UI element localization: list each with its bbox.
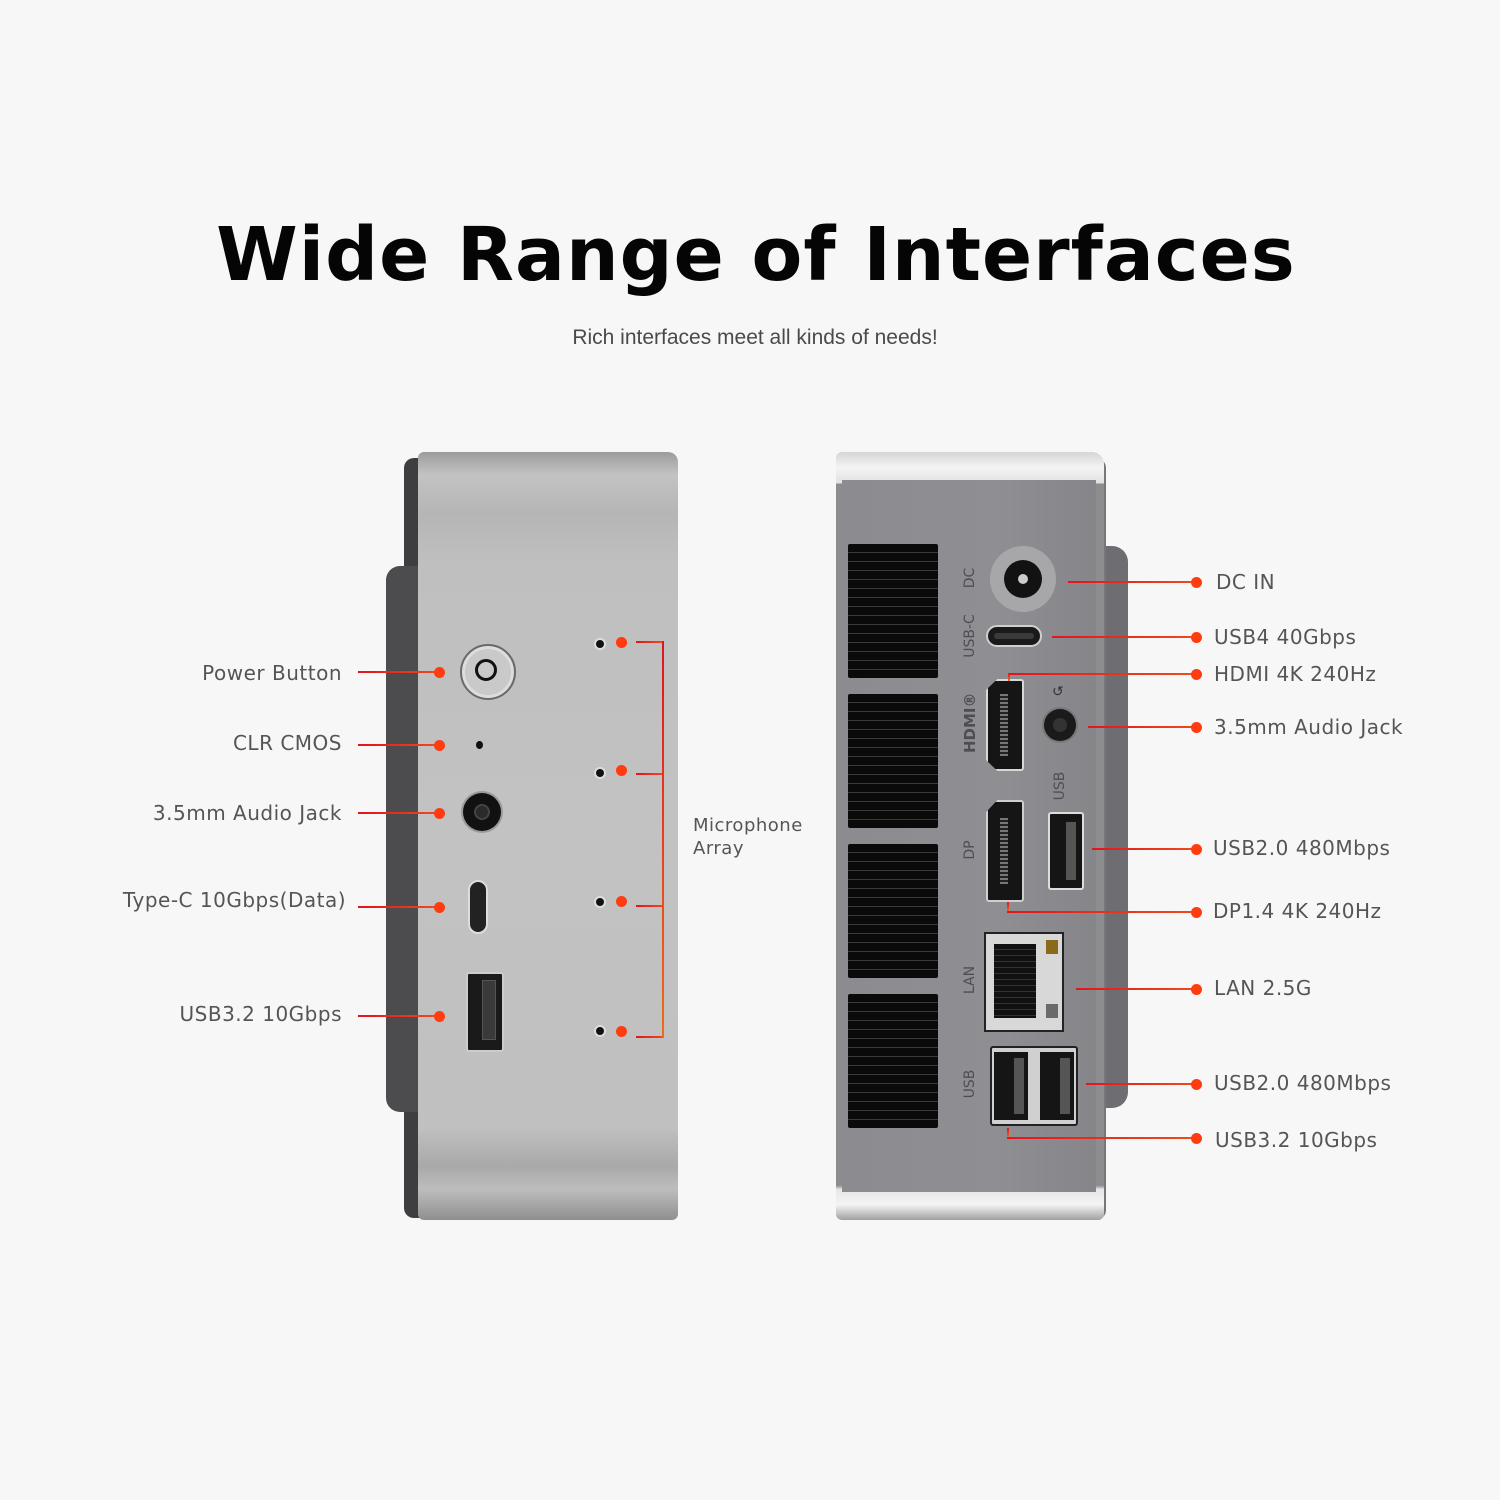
usb-a-tab (1014, 1058, 1024, 1114)
callout-dot-icon (434, 667, 445, 678)
label-usb20-lower: USB2.0 480Mbps (1214, 1071, 1392, 1095)
callout-line (1088, 726, 1196, 728)
silkscreen-usb-lower: USB (962, 1069, 978, 1099)
hdmi-port-pins (1000, 694, 1008, 756)
mic-bracket-line (636, 1036, 664, 1038)
label-usb20-upper: USB2.0 480Mbps (1213, 836, 1391, 860)
mic-bracket-vertical (662, 641, 664, 1038)
silkscreen-usbc: USB-C (962, 614, 978, 658)
lan-led-icon (1046, 1004, 1058, 1018)
lan-led-icon (1046, 940, 1058, 954)
label-microphone-line2: Array (693, 838, 744, 859)
rear-audio-jack-inner (1053, 718, 1067, 732)
mic-dot-icon (616, 637, 627, 648)
callout-line (1007, 1137, 1196, 1139)
front-audio-jack-inner (474, 804, 490, 820)
callout-line (358, 812, 438, 814)
displayport-pins (1000, 818, 1008, 884)
callout-line (358, 671, 438, 673)
callout-dot-icon (1191, 984, 1202, 995)
label-hdmi: HDMI 4K 240Hz (1214, 662, 1377, 686)
label-front-type-c: Type-C 10Gbps(Data) (122, 888, 346, 912)
callout-line (358, 744, 438, 746)
silkscreen-hdmi: HDMI® (961, 692, 979, 753)
mic-dot-icon (616, 765, 627, 776)
mic-hole-icon (594, 638, 606, 650)
callout-dot-icon (1191, 907, 1202, 918)
mic-bracket-line (636, 641, 664, 643)
label-usb4: USB4 40Gbps (1214, 625, 1357, 649)
vent-grille-icon (848, 994, 938, 1128)
page-subtitle: Rich interfaces meet all kinds of needs! (572, 326, 938, 349)
callout-dot-icon (1191, 1079, 1202, 1090)
mic-bracket-line (636, 773, 664, 775)
label-microphone-line1: Microphone (693, 815, 803, 836)
lan-port-opening (994, 944, 1036, 1018)
callout-dot-icon (1191, 577, 1202, 588)
front-panel-body (418, 452, 678, 1220)
mic-dot-icon (616, 896, 627, 907)
label-front-audio-jack: 3.5mm Audio Jack (152, 801, 342, 825)
page-title: Wide Range of Interfaces (216, 212, 1296, 298)
callout-dot-icon (1191, 722, 1202, 733)
callout-dot-icon (1191, 632, 1202, 643)
callout-line (1007, 902, 1009, 912)
callout-dot-icon (434, 902, 445, 913)
callout-dot-icon (434, 1011, 445, 1022)
usb4-port-inner (994, 633, 1034, 639)
silkscreen-dc: DC (962, 567, 978, 589)
silkscreen-lan: LAN (962, 965, 978, 995)
callout-line (358, 1015, 438, 1017)
headphone-symbol-icon: ↺ (1052, 684, 1064, 700)
callout-dot-icon (1191, 669, 1202, 680)
label-power-button: Power Button (202, 661, 342, 685)
callout-line (1086, 1083, 1196, 1085)
label-front-usb32: USB3.2 10Gbps (179, 1002, 342, 1026)
callout-line (1052, 636, 1196, 638)
power-button-ring-icon (475, 659, 497, 681)
callout-line (1008, 673, 1010, 681)
label-clr-cmos: CLR CMOS (232, 731, 342, 755)
silkscreen-dp: DP (962, 840, 978, 860)
usb-a-port-upper-tab (1066, 822, 1076, 880)
front-usb-a-tab (482, 980, 496, 1040)
callout-line (1007, 911, 1196, 913)
callout-line (1007, 1128, 1009, 1138)
vent-grille-icon (848, 544, 938, 678)
mic-hole-icon (594, 1025, 606, 1037)
vent-grille-icon (848, 694, 938, 828)
dc-in-pin (1018, 574, 1028, 584)
label-dc-in: DC IN (1216, 570, 1276, 594)
clr-cmos-hole-icon (476, 741, 483, 749)
label-rear-audio-jack: 3.5mm Audio Jack (1214, 715, 1404, 739)
callout-dot-icon (1191, 1133, 1202, 1144)
usb-a-tab (1060, 1058, 1070, 1114)
callout-line (1092, 848, 1196, 850)
callout-dot-icon (434, 808, 445, 819)
vent-grille-icon (848, 844, 938, 978)
label-usb32-rear: USB3.2 10Gbps (1215, 1128, 1378, 1152)
silkscreen-usb-upper: USB (1052, 771, 1068, 801)
callout-dot-icon (434, 740, 445, 751)
callout-line (1068, 581, 1196, 583)
label-dp: DP1.4 4K 240Hz (1213, 899, 1382, 923)
label-microphone-array: Microphone Array (693, 814, 803, 860)
callout-line (1008, 673, 1196, 675)
label-lan: LAN 2.5G (1214, 976, 1312, 1000)
mic-dot-icon (616, 1026, 627, 1037)
callout-dot-icon (1191, 844, 1202, 855)
power-button-icon (460, 644, 516, 700)
callout-line (1076, 988, 1196, 990)
front-type-c-port-icon (468, 880, 488, 934)
callout-line (358, 906, 438, 908)
mic-hole-icon (594, 767, 606, 779)
mic-bracket-line (636, 905, 664, 907)
mic-hole-icon (594, 896, 606, 908)
